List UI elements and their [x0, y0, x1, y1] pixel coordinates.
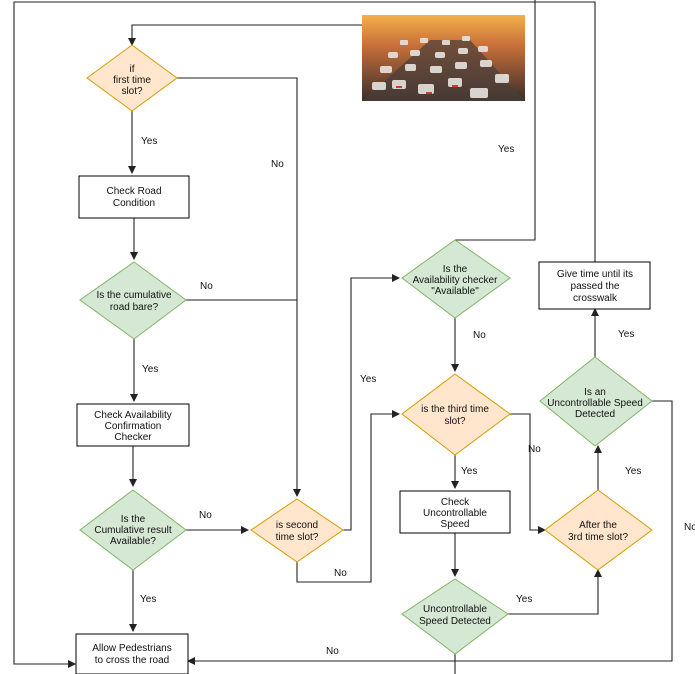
edge-no-second: No	[334, 568, 347, 579]
road-bare-diamond	[79, 261, 187, 340]
edge-no-road: No	[200, 281, 213, 292]
check-avail-box	[76, 403, 190, 447]
edge-no-uncontrol: No	[684, 522, 695, 533]
second-slot-diamond	[250, 498, 344, 563]
uncontrol-diamond	[539, 356, 653, 447]
check-speed-box	[399, 490, 511, 534]
check-road-box	[78, 175, 190, 219]
avail-checker-diamond	[401, 239, 511, 319]
give-time-box	[538, 261, 651, 310]
connectors	[13, 0, 673, 674]
edge-yes-top: Yes	[498, 144, 514, 155]
speed-detected-diamond	[401, 578, 509, 655]
edge-labels: Yes No No Yes No Yes No Yes Yes No Yes N…	[140, 136, 695, 657]
decision-shapes	[79, 44, 653, 655]
edge-no-avail: No	[473, 330, 486, 341]
process-boxes	[75, 175, 651, 674]
edge-yes-road: Yes	[142, 364, 158, 375]
cum-result-diamond	[79, 489, 187, 571]
edge-yes-second: Yes	[360, 374, 376, 385]
allow-ped-box	[75, 633, 189, 674]
edge-yes-after: Yes	[625, 466, 641, 477]
edge-no-speed: No	[326, 646, 339, 657]
after-third-diamond	[544, 489, 653, 571]
edge-no-first: No	[271, 159, 284, 170]
edge-yes-speed: Yes	[516, 594, 532, 605]
traffic-photo	[362, 15, 525, 101]
edge-no-third: No	[528, 444, 541, 455]
edge-yes-third: Yes	[461, 466, 477, 477]
third-slot-diamond	[401, 373, 511, 456]
edge-yes-uncontrol: Yes	[618, 329, 634, 340]
edge-yes-first: Yes	[141, 136, 157, 147]
first-slot-diamond	[86, 44, 178, 112]
edge-no-cum: No	[199, 510, 212, 521]
edge-yes-cum: Yes	[140, 594, 156, 605]
